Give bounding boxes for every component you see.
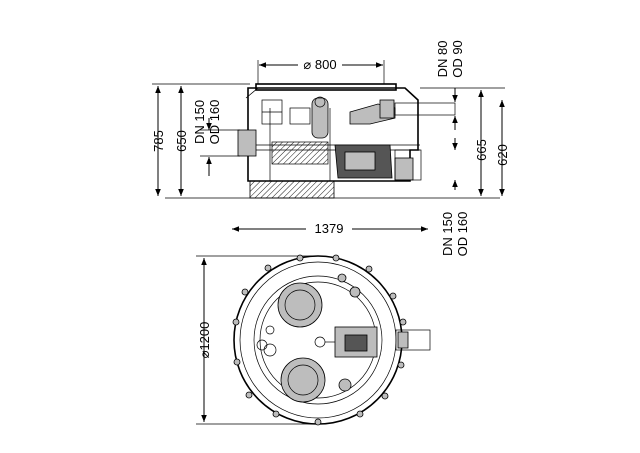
inlet-od-label: OD 160 bbox=[207, 100, 222, 145]
outlet-height-label: 665 bbox=[474, 139, 489, 161]
diameter-label: ⌀1200 bbox=[197, 322, 212, 359]
vent-od-label: OD 90 bbox=[450, 40, 465, 78]
ring-bolts bbox=[232, 254, 407, 426]
plan-view: 1379 DN 150 OD 160 ⌀1200 bbox=[196, 212, 470, 426]
side-view: ⌀ 800 785 650 DN 150 OD 160 DN 80 OD 90 … bbox=[151, 40, 510, 199]
outlet-od-label: OD 160 bbox=[455, 212, 470, 257]
plan-width-label: 1379 bbox=[315, 221, 344, 236]
body-height-label: 620 bbox=[495, 144, 510, 166]
inlet-height-label: 650 bbox=[174, 130, 189, 152]
inlet-dn-label: DN 150 bbox=[192, 100, 207, 144]
vent-dn-label: DN 80 bbox=[435, 41, 450, 78]
total-height-label: 785 bbox=[151, 130, 166, 152]
outlet-dn-label: DN 150 bbox=[440, 212, 455, 256]
top-width-label: ⌀ 800 bbox=[303, 57, 336, 72]
